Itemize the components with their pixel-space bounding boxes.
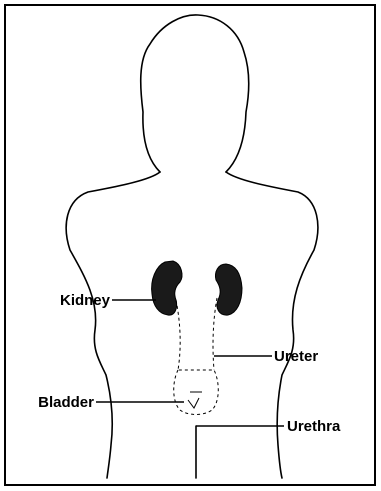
ureters: [176, 298, 217, 370]
head-outline: [141, 15, 249, 172]
figure-border: [5, 5, 375, 485]
ureter-label: Ureter: [274, 348, 318, 365]
torso-left-outline: [66, 172, 160, 478]
body-silhouette: [66, 15, 318, 478]
bladder-marks: [188, 392, 202, 408]
leader-lines: [96, 300, 284, 426]
right-kidney: [215, 264, 242, 315]
left-ureter: [176, 300, 180, 370]
urethra-label: Urethra: [287, 418, 341, 435]
bladder-label: Bladder: [38, 394, 94, 411]
right-ureter: [213, 298, 217, 370]
kidney-label: Kidney: [60, 292, 111, 309]
